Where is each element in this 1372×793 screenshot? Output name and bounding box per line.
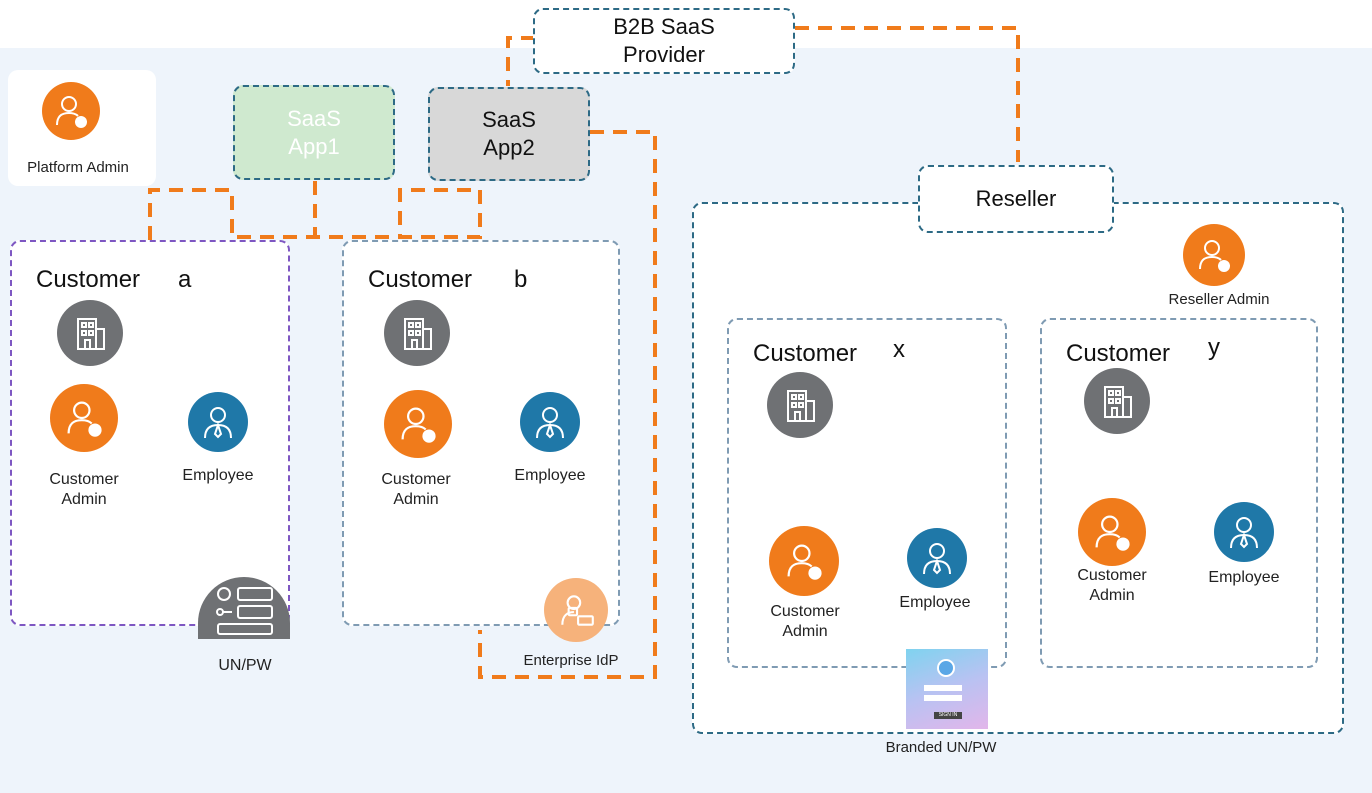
admin-gear-icon (42, 82, 100, 140)
customer-admin-label-line2: Admin (393, 491, 439, 508)
customer-y-box: Customer y Customer Admin Employee (1040, 318, 1318, 668)
building-icon (57, 300, 123, 366)
username-password-icon (198, 577, 290, 639)
app1-box[interactable]: SaaS App1 (233, 85, 395, 180)
customer-y-letter: y (1208, 334, 1220, 361)
customer-a-box: Customer a Customer Admin Employee (10, 240, 290, 639)
connector-provider-reseller (795, 26, 1020, 162)
customer-admin-label-line1: Customer (381, 471, 451, 488)
building-icon (767, 372, 833, 438)
connector-provider-app2 (506, 36, 535, 86)
app2-label-line1: SaaS (482, 107, 536, 132)
connector-app2-idp (478, 130, 657, 679)
platform-admin-label: Platform Admin (27, 159, 129, 176)
customer-b-box: Customer b Customer Admin Employee (342, 240, 620, 642)
password-field (924, 695, 962, 701)
un-pw-label: UN/PW (218, 657, 272, 674)
customer-admin-icon (384, 390, 452, 458)
connector-app1-customers (148, 181, 482, 240)
customer-a-letter: a (178, 266, 192, 293)
customer-admin-label-line1: Customer (49, 471, 119, 488)
avatar-icon (937, 659, 955, 677)
employee-icon (907, 528, 967, 588)
branded-un-pw-label: Branded UN/PW (885, 739, 997, 756)
enterprise-idp-label: Enterprise IdP (523, 652, 619, 669)
building-icon (1084, 368, 1150, 434)
employee-label: Employee (1208, 569, 1280, 586)
customer-admin-icon (50, 384, 118, 452)
reseller-admin-icon (1183, 224, 1245, 286)
employee-label: Employee (899, 594, 971, 611)
employee-icon (520, 392, 580, 452)
employee-label: Employee (514, 467, 586, 484)
customer-admin-icon (1078, 498, 1146, 566)
reseller-admin-label: Reseller Admin (1168, 291, 1270, 308)
customer-admin-label-line2: Admin (782, 623, 828, 640)
app2-label-line2: App2 (483, 135, 535, 160)
customer-x-box: Customer x Customer Admin Employee (727, 318, 1007, 668)
app2-box[interactable]: SaaS App2 (428, 87, 590, 181)
customer-a-title: Customer (36, 266, 141, 293)
branded-login-thumbnail: SIGN IN (906, 649, 988, 729)
customer-admin-label-line2: Admin (1089, 587, 1135, 604)
app1-label-line1: SaaS (287, 105, 341, 131)
provider-box: B2B SaaS Provider (533, 8, 795, 74)
reseller-label-box: Reseller (918, 165, 1114, 233)
app1-label-line2: App1 (288, 133, 340, 159)
customer-admin-label-line1: Customer (770, 603, 840, 620)
employee-icon (188, 392, 248, 452)
customer-y-title: Customer (1066, 340, 1171, 367)
customer-x-letter: x (893, 336, 905, 363)
platform-admin-card: Platform Admin (8, 70, 156, 186)
customer-x-title: Customer (753, 340, 858, 367)
customer-admin-icon (769, 526, 839, 596)
customer-b-letter: b (514, 266, 528, 293)
customer-admin-label-line2: Admin (61, 491, 107, 508)
building-icon (384, 300, 450, 366)
enterprise-idp-icon (544, 578, 608, 642)
provider-label-line2: Provider (623, 42, 705, 67)
username-field (924, 685, 962, 691)
provider-label-line1: B2B SaaS (613, 14, 715, 39)
customer-b-title: Customer (368, 266, 473, 293)
sign-in-button-label: SIGN IN (938, 712, 958, 718)
reseller-label: Reseller (975, 186, 1057, 211)
customer-admin-label-line1: Customer (1077, 567, 1147, 584)
employee-icon (1214, 502, 1274, 562)
employee-label: Employee (182, 467, 254, 484)
sign-in-button: SIGN IN (934, 712, 962, 719)
